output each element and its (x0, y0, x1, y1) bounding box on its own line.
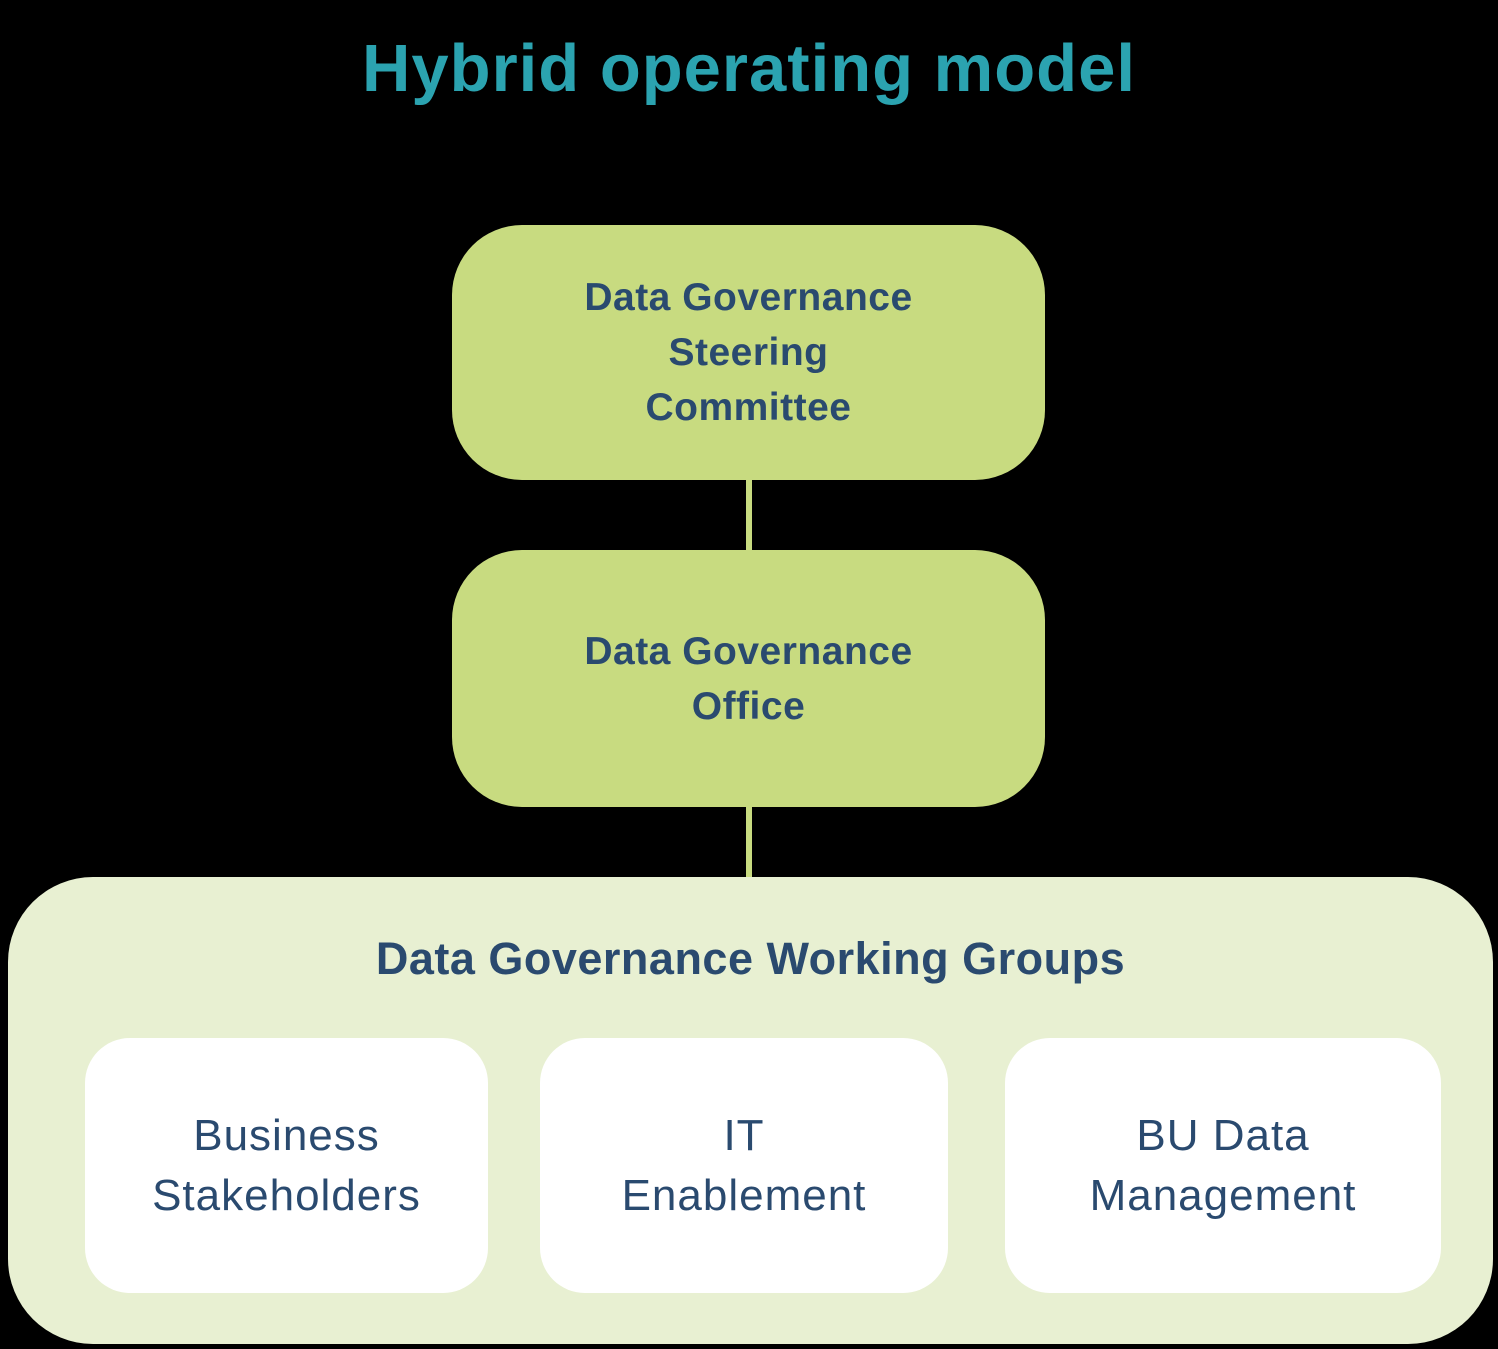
node-label-line: Office (691, 684, 806, 728)
working-groups-panel: Data Governance Working Groups Business … (8, 877, 1493, 1344)
card-label-line: Business (193, 1110, 380, 1160)
card-label-line: Management (1089, 1170, 1357, 1220)
node-label-line: Committee (645, 386, 852, 429)
card-bu-data-management: BU Data Management (1005, 1038, 1441, 1293)
card-business-stakeholders: Business Stakeholders (85, 1038, 488, 1293)
card-it-enablement: IT Enablement (540, 1038, 948, 1293)
node-label-line: Steering (668, 331, 829, 374)
node-label-line: Data Governance (584, 276, 913, 319)
connector-steering-to-office (746, 478, 752, 552)
node-steering-committee: Data Governance Steering Committee (452, 225, 1045, 480)
node-governance-office: Data Governance Office (452, 550, 1045, 807)
card-label-line: Stakeholders (152, 1170, 421, 1220)
connector-office-to-working-groups (746, 805, 752, 879)
working-groups-heading: Data Governance Working Groups (375, 933, 1126, 984)
card-label-line: IT (723, 1110, 765, 1160)
card-label-line: BU Data (1136, 1110, 1310, 1160)
page-title: Hybrid operating model (362, 31, 1136, 106)
card-label-line: Enablement (621, 1170, 867, 1220)
node-label-line: Data Governance (584, 629, 913, 673)
